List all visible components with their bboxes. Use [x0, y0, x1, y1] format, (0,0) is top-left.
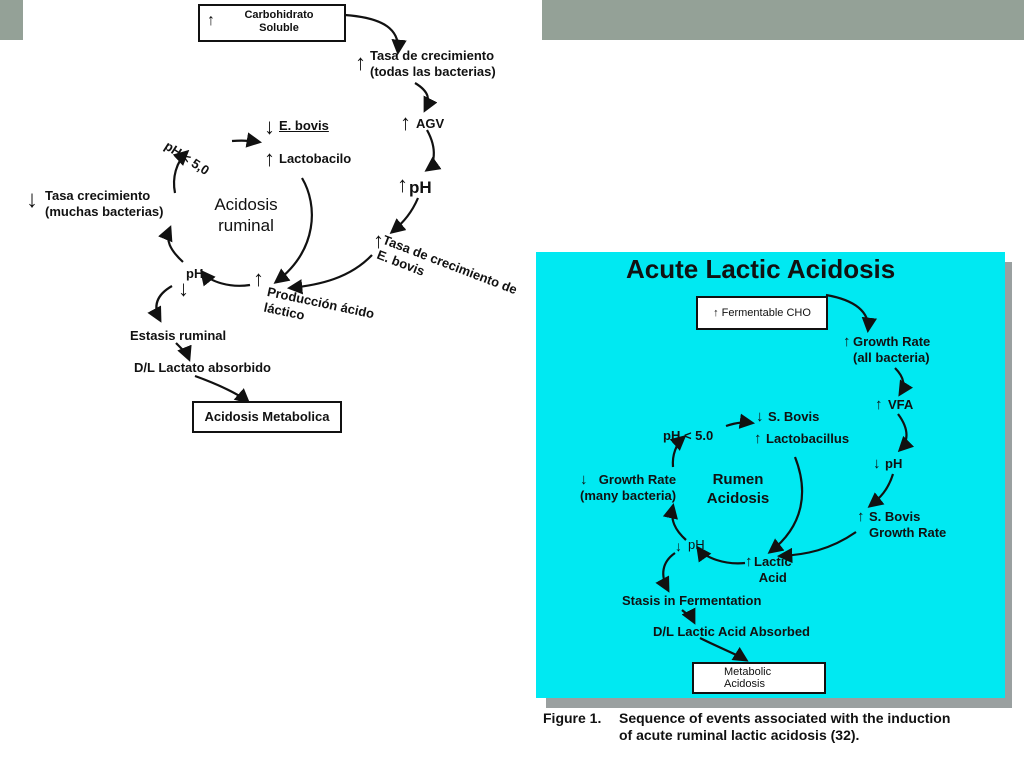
up-arrow-icon: ↑ [253, 266, 264, 291]
ph-lt-label: pH < 5.0 [663, 428, 714, 443]
up-arrow-icon: ↑ [207, 12, 215, 29]
lactobacillus-label: Lactobacillus [766, 431, 850, 446]
ph-label: pH [885, 456, 903, 471]
up-arrow-icon: ↑ [713, 307, 719, 319]
vfa-label: VFA [888, 397, 914, 412]
acidosis-metabolica-box: Acidosis Metabolica [192, 401, 342, 433]
s-bovis-label: S. Bovis [768, 409, 820, 424]
stasis-label: Stasis in Fermentation [622, 593, 762, 608]
figure-caption: Figure 1. Sequence of events associated … [543, 710, 950, 743]
top-band-left [0, 0, 23, 40]
tasa-todas-label: Tasa de crecimiento(todas las bacterias) [370, 48, 496, 79]
down-arrow-icon: ↓ [178, 276, 189, 301]
down-arrow-icon: ↓ [580, 471, 588, 488]
down-arrow-icon: ↓ [675, 538, 682, 554]
up-arrow-icon: ↑ [400, 110, 411, 135]
down-arrow-icon: ↓ [264, 114, 275, 139]
top-band-right [542, 0, 1024, 40]
up-arrow-icon: ↑ [875, 396, 883, 413]
figure-label: Figure 1. [543, 710, 602, 726]
up-arrow-icon: ↑ [843, 333, 851, 350]
tasa-muchas-label: Tasa crecimiento(muchas bacterias) [45, 188, 164, 219]
up-arrow-icon: ↑ [745, 553, 753, 570]
estasis-label: Estasis ruminal [130, 328, 227, 343]
up-arrow-icon: ↑ [857, 508, 865, 525]
e-bovis-label: E. bovis [279, 118, 329, 133]
ph-label: pH [409, 178, 432, 197]
english-title: Acute Lactic Acidosis [626, 254, 896, 284]
down-arrow-icon: ↓ [26, 186, 38, 213]
up-arrow-icon: ↑ [264, 146, 275, 171]
growth-all-label: Growth Rate(all bacteria) [853, 334, 931, 365]
up-arrow-icon: ↑ [754, 430, 762, 447]
up-arrow-icon: ↑ [397, 172, 408, 197]
down-arrow-icon: ↓ [756, 408, 764, 425]
absorbed-label: D/L Lactic Acid Absorbed [653, 624, 810, 639]
growth-many-label: Growth Rate(many bacteria) [580, 472, 677, 503]
lactato-label: D/L Lactato absorbido [134, 360, 271, 375]
caption-lines: Sequence of events associated with the i… [619, 710, 951, 743]
ph-lower-label: pH [186, 266, 204, 281]
ph-lower-label: pH [688, 537, 705, 552]
agv-label: AGV [416, 116, 445, 131]
panel-shadow [1005, 262, 1012, 708]
up-arrow-icon: ↑ [355, 50, 366, 75]
up-arrow-icon: ↑ [373, 228, 384, 253]
fermentable-box: ↑ Fermentable CHO [696, 296, 828, 330]
panel-shadow [546, 698, 1012, 708]
lactobacilo-label: Lactobacilo [279, 151, 352, 166]
down-arrow-icon: ↓ [873, 455, 881, 472]
fermentable-label: Fermentable CHO [721, 307, 811, 319]
